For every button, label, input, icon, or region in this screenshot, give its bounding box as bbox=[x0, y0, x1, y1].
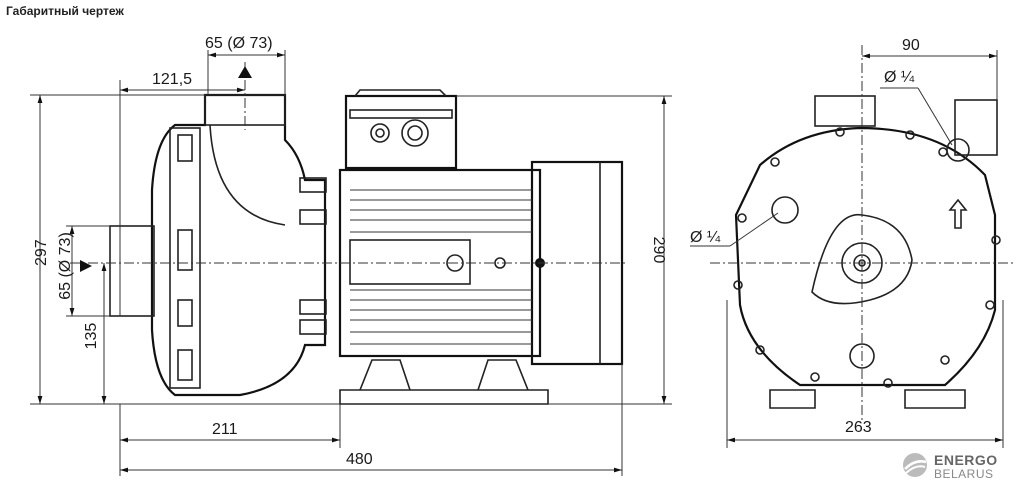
dim-height-motor: 290 bbox=[650, 237, 667, 264]
dim-length-pump: 211 bbox=[212, 421, 238, 438]
dim-length-total: 480 bbox=[346, 451, 373, 468]
logo-line1: ENERGO bbox=[934, 452, 998, 468]
dim-height-total: 297 bbox=[33, 239, 50, 266]
side-view bbox=[70, 62, 625, 405]
front-view bbox=[710, 45, 1015, 420]
dim-height-axis: 135 bbox=[83, 323, 100, 350]
dim-plug-side: Ø ¼ bbox=[690, 229, 721, 246]
dim-outlet: 65 (Ø 73) bbox=[57, 232, 74, 300]
dimension-lines bbox=[30, 50, 1004, 476]
dim-width-base: 263 bbox=[845, 419, 872, 436]
dim-inlet-offset: 121,5 bbox=[152, 71, 192, 88]
dim-width-top: 90 bbox=[902, 37, 920, 54]
dim-plug-top: Ø ¼ bbox=[884, 69, 915, 86]
brand-logo: ENERGO BELARUS bbox=[900, 450, 1020, 484]
dim-inlet: 65 (Ø 73) bbox=[205, 35, 273, 52]
logo-line2: BELARUS bbox=[934, 467, 994, 481]
logo-icon bbox=[903, 453, 927, 477]
page-title: Габаритный чертеж bbox=[6, 4, 124, 18]
